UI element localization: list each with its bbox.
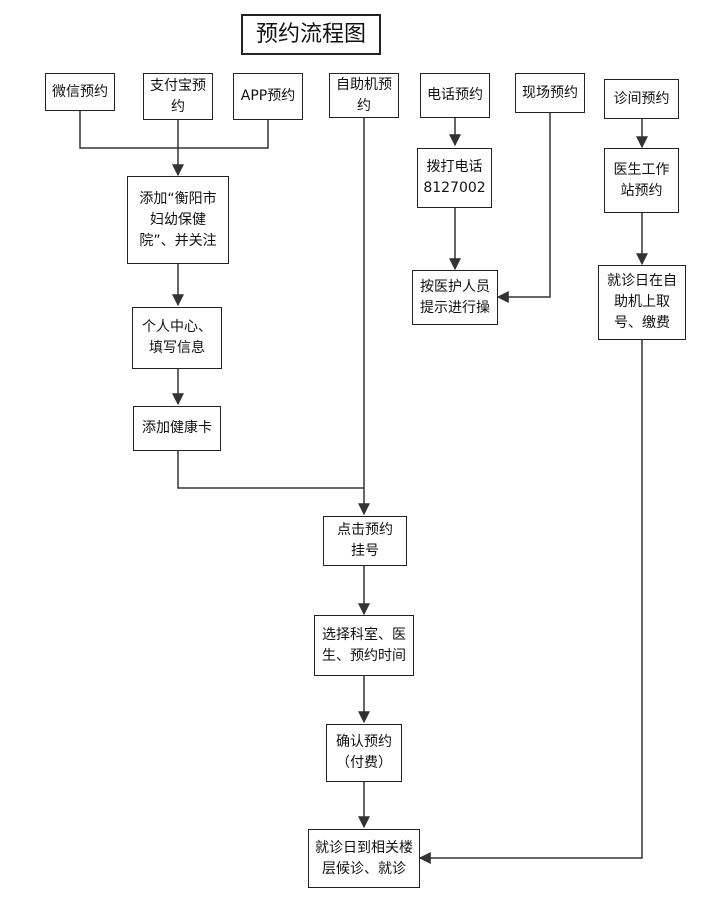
node-phone-booking: 电话预约: [420, 73, 490, 118]
node-dial-phone: 拨打电话 8127002: [417, 148, 492, 208]
connector-healthcard-to-main: [177, 451, 364, 489]
node-confirm-booking: 确认预约 （付费）: [326, 724, 402, 782]
node-alipay-booking: 支付宝预 约: [143, 73, 213, 120]
node-follow-staff-guidance: 按医护人员 提示进行操: [412, 270, 498, 325]
node-visit-on-day: 就诊日到相关楼 层候诊、就诊: [308, 829, 420, 888]
node-follow-account: 添加“衡阳市 妇幼保健 院”、并关注: [127, 176, 229, 264]
node-kiosk-pickup-payment: 就诊日在自 助机上取 号、缴费: [598, 265, 686, 340]
node-wechat-booking: 微信预约: [45, 73, 115, 111]
node-onsite-booking: 现场预约: [515, 73, 585, 113]
node-clinic-booking: 诊间预约: [604, 79, 679, 119]
node-personal-center: 个人中心、 填写信息: [132, 307, 222, 369]
node-click-register: 点击预约 挂号: [323, 516, 407, 566]
node-kiosk-booking: 自助机预 约: [329, 73, 399, 118]
arrow-pickup-to-visit: [418, 340, 643, 864]
arrow-onsite-to-staff: [496, 113, 551, 303]
diagram-title: 预约流程图: [241, 14, 381, 55]
connector-wechat-merge: [79, 111, 269, 149]
node-select-department: 选择科室、医 生、预约时间: [314, 615, 414, 676]
node-app-booking: APP预约: [233, 73, 303, 120]
node-add-health-card: 添加健康卡: [133, 406, 221, 451]
node-doctor-workstation: 医生工作 站预约: [604, 148, 679, 213]
